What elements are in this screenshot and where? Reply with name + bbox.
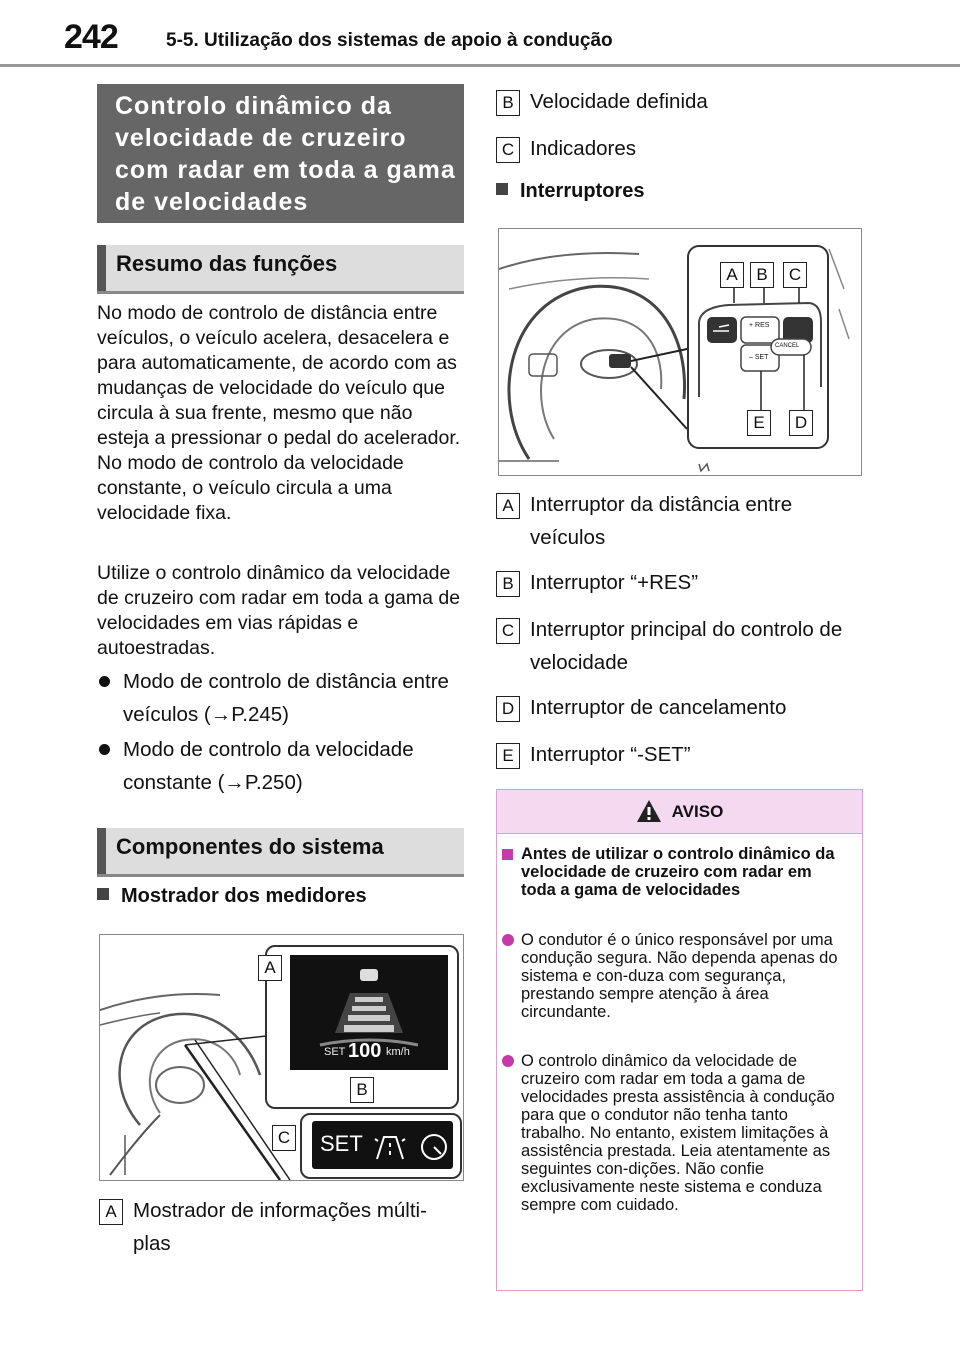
warning-triangle-icon [636,800,661,822]
set-speed-value: 100 [348,1040,382,1062]
warning-paragraph-2: O controlo dinâmico da velocidade de cru… [502,1052,851,1214]
mid-screen: SET 100 km/h [290,955,448,1070]
warning-subheading-text: Antes de utilizar o controlo dinâmico da… [521,845,835,899]
meter-item-c: C Indicadores [496,132,866,165]
bullet-dot [99,676,110,687]
bullet-distance-mode: Modo de controlo de distância entre veíc… [97,665,467,731]
indicators-callout: SET [300,1113,462,1179]
item-key: C [496,618,520,644]
item-key: D [496,696,520,722]
page-header: 242 5-5. Utilização dos sistemas de apoi… [0,0,960,70]
square-bullet-icon [496,183,508,195]
item-key: E [496,743,520,769]
figure-label-a: A [258,955,282,981]
summary-heading: Resumo das funções [97,245,464,294]
item-text: Interruptor “+RES” [530,571,699,594]
main-title: Controlo dinâmico da velocidade de cruze… [97,84,464,223]
warning-title: AVISO [671,802,724,821]
speed-unit: km/h [386,1046,410,1058]
figure-label-b: B [750,262,774,288]
circle-bullet-icon [502,934,514,946]
meter-subheading-text: Mostrador dos medidores [121,885,367,907]
item-key: B [496,90,520,116]
meter-item-b: B Velocidade definida [496,85,866,118]
figure-label-d: D [789,410,813,436]
section-title: 5-5. Utilização dos sistemas de apoio à … [166,30,613,51]
square-bullet-icon [97,888,109,900]
item-text: Interruptor principal do controlo de vel… [530,618,843,674]
bullet-constant-mode: Modo de controlo da velocidade constante… [97,733,467,799]
item-text: Interruptor “-SET” [530,743,691,766]
switch-item-d: D Interruptor de cancelamento [496,691,866,724]
item-text: Mostrador de informações múlti-plas [133,1199,427,1255]
figure-label-b: B [350,1077,374,1103]
meter-figure: SET 100 km/h A B SET C [99,934,464,1181]
switch-callout: + RES – SET CANCEL A B C E D [687,245,829,449]
cancel-label: CANCEL [775,343,800,349]
item-key: C [496,137,520,163]
indicators-screen: SET [312,1121,453,1169]
figure-label-e: E [747,410,771,436]
dashboard-illustration [99,993,291,1181]
set-indicator: SET [320,1131,363,1156]
radar-bars-icon [319,969,419,1047]
switch-item-b: B Interruptor “+RES” [496,566,866,599]
switch-panel-icon [698,277,822,419]
set-label: – SET [749,354,769,361]
bullet-dot [99,744,110,755]
res-label: + RES [749,322,770,329]
item-text: Interruptor de cancelamento [530,696,787,719]
page-number: 242 [64,18,119,56]
item-text: Interruptor da distância entre veículos [530,493,793,549]
switch-item-c: C Interruptor principal do controlo de v… [496,613,866,679]
item-key: A [99,1199,123,1225]
item-key: A [496,493,520,519]
warning-box: AVISO Antes de utilizar o controlo dinâm… [496,789,863,1291]
switch-item-a: A Interruptor da distância entre veículo… [496,488,866,554]
warning-paragraph-1: O condutor é o único responsável por uma… [502,931,851,1021]
header-rule [0,64,960,67]
item-key: B [496,571,520,597]
bullet-text: Modo de controlo da velocidade constante… [123,738,414,794]
steering-wheel-illustration [498,248,850,473]
radar-cruise-indicator-icon [374,1134,447,1160]
meter-item-a: A Mostrador de informações múlti-plas [99,1194,469,1260]
summary-paragraph-2: Utilize o controlo dinâmico da velocidad… [97,562,461,659]
warning-subheading: Antes de utilizar o controlo dinâmico da… [502,845,851,899]
warning-paragraph-text: O condutor é o único responsável por uma… [521,931,838,1021]
bullet-text: Modo de controlo de distância entre veíc… [123,670,449,726]
item-text: Indicadores [530,137,636,160]
switch-figure: + RES – SET CANCEL A B C E D [498,228,862,476]
components-heading: Componentes do sistema [97,828,464,877]
item-text: Velocidade definida [530,90,708,113]
warning-header: AVISO [497,790,862,834]
switch-subheading: Interruptores [496,180,644,203]
switch-item-e: E Interruptor “-SET” [496,738,866,771]
meter-subheading: Mostrador dos medidores [97,885,367,908]
figure-label-a: A [720,262,744,288]
square-bullet-icon [502,849,513,860]
summary-paragraph-1: No modo de controlo de distância entre v… [97,302,461,524]
warning-paragraph-text: O controlo dinâmico da velocidade de cru… [521,1052,835,1214]
figure-label-c: C [783,262,807,288]
figure-label-c: C [272,1125,296,1151]
mid-display-callout: SET 100 km/h A B [258,945,459,1109]
switch-subheading-text: Interruptores [520,180,645,202]
set-small-label: SET [324,1046,346,1058]
circle-bullet-icon [502,1055,514,1067]
